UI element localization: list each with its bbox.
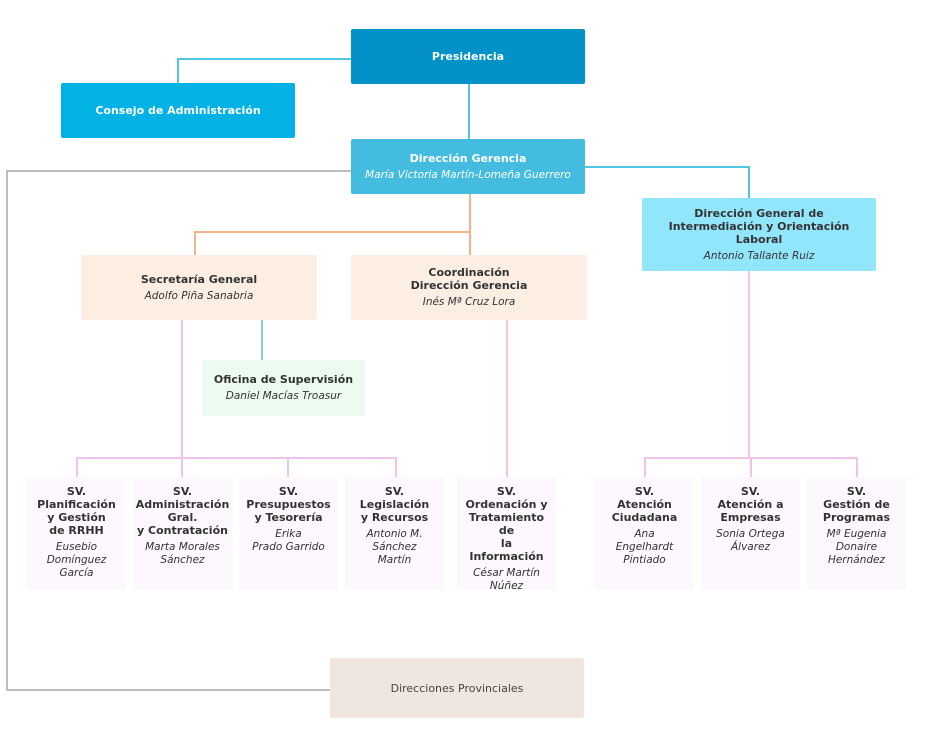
node-title: SV. Atención Ciudadana bbox=[611, 485, 678, 524]
line-gerencia-secretaria bbox=[194, 194, 471, 255]
node-direccion-general: Dirección General de Intermediación y Or… bbox=[642, 198, 876, 271]
line-sv-left-bar bbox=[76, 457, 397, 477]
node-coordinacion: Coordinación Dirección Gerencia Inés Mª … bbox=[351, 255, 587, 320]
node-title: SV. Presupuestos y Tesorería bbox=[246, 485, 331, 524]
node-sv-atencion-empresas: SV. Atención a Empresas Sonia Ortega Álv… bbox=[701, 477, 800, 590]
node-person: Erika Prado Garrido bbox=[252, 528, 325, 553]
node-person: Antonio M. Sánchez Martín bbox=[366, 528, 423, 566]
node-title: SV. Administración Gral. y Contratación bbox=[135, 485, 230, 537]
node-person: María Victoria Martín-Lomeña Guerrero bbox=[365, 168, 571, 181]
node-person: Eusebio Domínguez García bbox=[46, 541, 107, 579]
node-title: Direcciones Provinciales bbox=[390, 681, 524, 695]
node-sv-atencion-ciudadana: SV. Atención Ciudadana Ana Engelhardt Pi… bbox=[595, 477, 694, 590]
node-presidencia: Presidencia bbox=[351, 29, 585, 84]
node-oficina-supervision: Oficina de Supervisión Daniel Macías Tro… bbox=[202, 360, 365, 416]
node-person: César Martín Núñez bbox=[473, 567, 540, 592]
node-direcciones-provinciales[interactable]: Direcciones Provinciales bbox=[330, 658, 584, 718]
node-person: Mª Eugenia Donaire Hernández bbox=[826, 528, 887, 566]
node-person: Daniel Macías Troasur bbox=[225, 390, 342, 402]
node-sv-presupuestos: SV. Presupuestos y Tesorería Erika Prado… bbox=[239, 477, 338, 590]
node-direccion-gerencia: Dirección Gerencia María Victoria Martín… bbox=[351, 139, 585, 194]
node-title: Oficina de Supervisión bbox=[213, 373, 354, 386]
line-gerencia-provinciales bbox=[6, 170, 351, 691]
node-title: Coordinación Dirección Gerencia bbox=[410, 266, 528, 292]
node-title: Dirección General de Intermediación y Or… bbox=[668, 206, 850, 246]
node-person: Inés Mª Cruz Lora bbox=[422, 296, 516, 308]
node-person: Ana Engelhardt Pintiado bbox=[615, 528, 674, 566]
node-title: Secretaría General bbox=[140, 272, 258, 286]
node-person: Adolfo Piña Sanabria bbox=[144, 289, 254, 302]
node-title: Presidencia bbox=[431, 50, 505, 63]
node-title: Consejo de Administración bbox=[95, 104, 261, 117]
node-secretaria-general: Secretaría General Adolfo Piña Sanabria bbox=[81, 255, 317, 320]
node-sv-administracion: SV. Administración Gral. y Contratación … bbox=[133, 477, 232, 590]
line-gerencia-direccion-general bbox=[584, 166, 750, 198]
node-consejo-administracion: Consejo de Administración bbox=[61, 83, 295, 138]
node-person: Marta Morales Sánchez bbox=[145, 541, 220, 566]
node-sv-ordenacion: SV. Ordenación y Tratamiento de la Infor… bbox=[457, 477, 556, 592]
node-title: SV. Atención a Empresas bbox=[717, 485, 784, 524]
node-title: SV. Planificación y Gestión de RRHH bbox=[37, 485, 116, 537]
node-person: Sonia Ortega Álvarez bbox=[716, 528, 785, 553]
node-title: SV. Ordenación y Tratamiento de la Infor… bbox=[465, 485, 548, 563]
node-sv-planificacion: SV. Planificación y Gestión de RRHH Euse… bbox=[27, 477, 126, 590]
line-presidencia-consejo bbox=[177, 58, 351, 83]
node-person: Antonio Tallante Ruiz bbox=[703, 249, 815, 262]
node-title: SV. Legislación y Recursos bbox=[359, 485, 430, 524]
node-title: SV. Gestión de Programas bbox=[822, 485, 891, 524]
node-sv-legislacion: SV. Legislación y Recursos Antonio M. Sá… bbox=[345, 477, 444, 590]
node-sv-gestion-programas: SV. Gestión de Programas Mª Eugenia Dona… bbox=[807, 477, 906, 590]
node-title: Dirección Gerencia bbox=[409, 151, 527, 165]
